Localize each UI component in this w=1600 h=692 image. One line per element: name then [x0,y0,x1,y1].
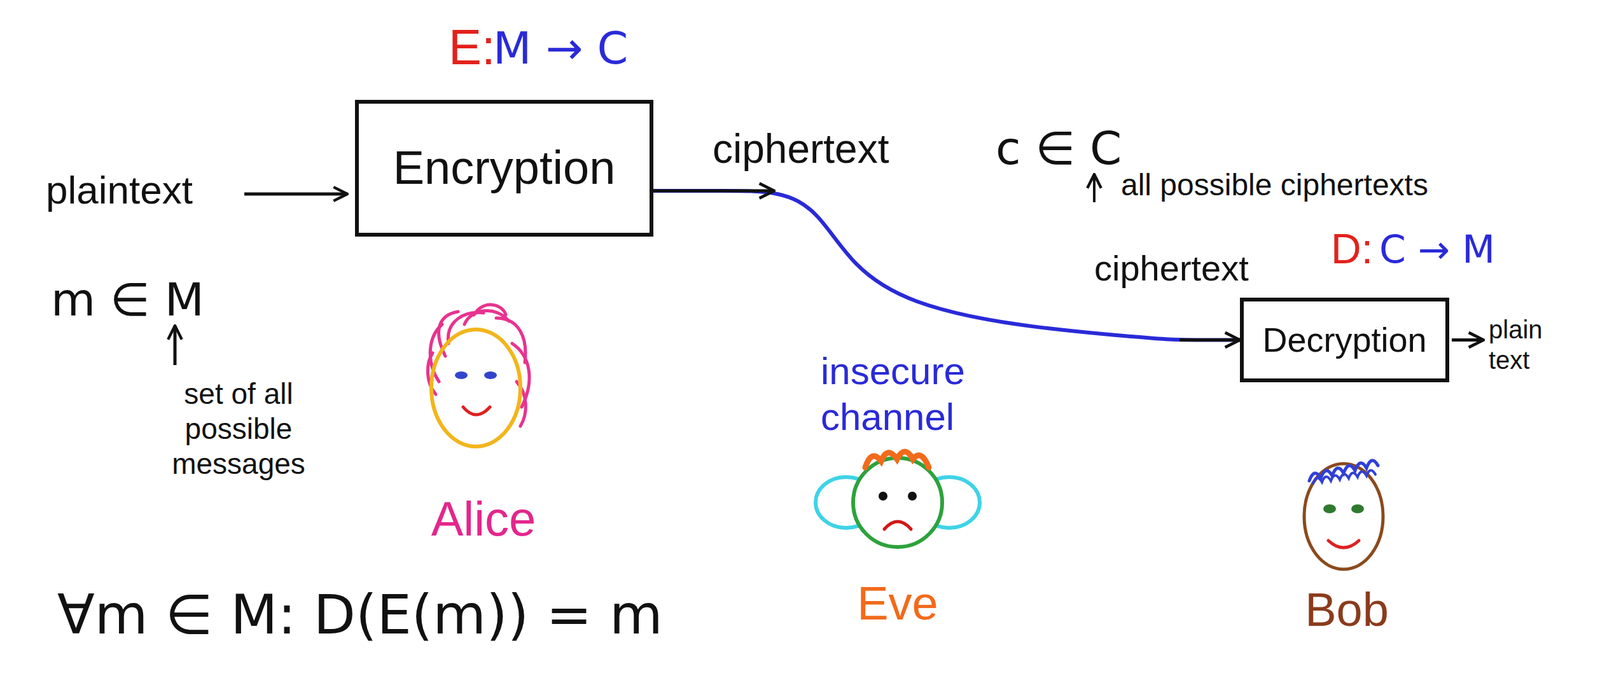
text-label: D: [1330,223,1373,275]
text-label: all possible ciphertexts [1120,166,1429,204]
plaintext-arrow [244,194,348,195]
text-label: Eve [856,575,939,633]
box-label: Encryption [393,139,616,197]
text-label: set of all possible messages [143,376,334,483]
process-box: Encryption [354,99,654,237]
bob-face [1304,460,1384,570]
pointer-arrow [174,325,176,366]
text-label: plaintext [45,166,193,214]
text-label: Alice [431,489,537,548]
text-label: ∀m ∈ M: D(E(m)) = m [57,582,663,648]
ciphertext-arrow [1179,338,1240,342]
process-box: Decryption [1239,297,1450,383]
text-label: C → M [1379,226,1496,273]
alice-face [427,304,530,447]
text-label: c ∈ C [995,120,1122,176]
text-label: M → C [493,21,628,76]
output-arrow [1451,338,1484,342]
text-label: ciphertext [1094,246,1249,290]
text-label: plain text [1488,314,1566,376]
pointer-arrow [1094,174,1095,203]
text-label: insecure channel [820,348,1031,441]
eve-face [815,451,980,548]
text-label: ciphertext [712,124,889,174]
text-label: Bob [1304,582,1389,639]
box-label: Decryption [1262,319,1427,361]
text-label: m ∈ M [50,272,205,327]
text-label: E: [448,17,496,78]
ciphertext-arrow [653,189,775,193]
